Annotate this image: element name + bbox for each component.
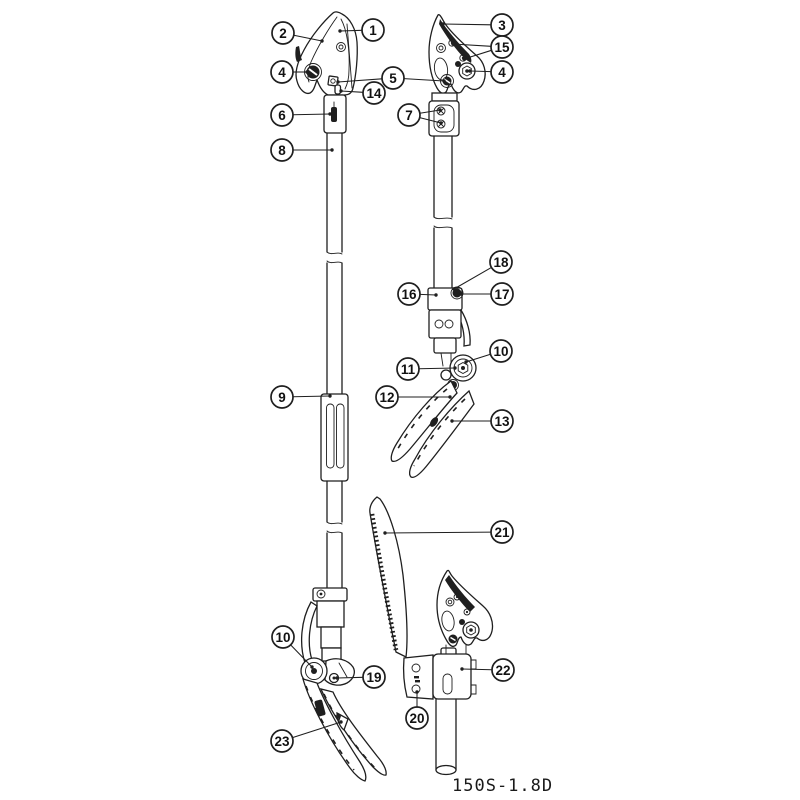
svg-text:21: 21 [494,525,510,540]
svg-text:4: 4 [498,65,506,80]
saw-head [436,569,494,648]
right-pole [433,135,453,289]
callout-14: 14 [339,81,386,105]
model-label: 150S-1.8D [452,776,554,796]
callout-16: 16 [397,282,438,306]
svg-text:7: 7 [405,108,413,123]
left-head-collar [323,94,347,134]
saw-blade [369,496,408,658]
svg-text:12: 12 [379,390,394,405]
svg-text:1: 1 [369,23,377,38]
callout-21: 21 [383,520,514,544]
svg-text:17: 17 [494,287,509,302]
callout-4: 4 [270,60,309,84]
callout-9: 9 [270,385,332,409]
callout-22: 22 [460,658,515,682]
callout-2: 2 [271,21,324,45]
callout-10: 10 [271,625,314,669]
saw-bracket [402,644,477,700]
pole-end-cap [435,764,457,776]
svg-text:22: 22 [495,663,510,678]
svg-text:15: 15 [494,40,510,55]
center-lock-collar [320,393,349,482]
svg-text:13: 13 [494,414,510,429]
blade [439,19,472,63]
svg-text:14: 14 [366,86,382,101]
left-upper-pole [326,132,343,395]
callout-1: 1 [338,18,385,42]
callout-19: 19 [335,665,386,689]
left-cutting-head [295,11,358,98]
callout-4: 4 [468,60,514,84]
coupler-screw [452,288,462,298]
left-handle-assembly [300,587,387,782]
callout-10: 10 [464,339,513,364]
right-handle-assembly [390,354,477,478]
right-assembly [390,14,486,478]
right-cutting-head [428,14,486,95]
grip-detail [429,417,439,427]
left-assembly [295,11,387,782]
head-pin [334,84,342,95]
pole-screw-lower [436,119,446,129]
svg-text:23: 23 [274,734,290,749]
callout-8: 8 [270,138,334,162]
callout-12: 12 [375,385,452,409]
callout-5: 5 [336,66,446,90]
callout-17: 17 [459,282,514,306]
right-head-collar [428,92,460,137]
blade-edge-shade [295,46,302,62]
svg-text:10: 10 [275,630,290,645]
svg-text:19: 19 [366,670,381,685]
rope-clip [331,107,337,122]
callout-18: 18 [452,250,513,291]
svg-text:2: 2 [279,26,287,41]
callout-20: 20 [405,690,429,730]
svg-text:5: 5 [389,71,397,86]
callout-15: 15 [451,35,514,61]
saw-assembly [369,496,494,776]
svg-text:6: 6 [278,108,286,123]
callout-3: 3 [441,13,514,37]
callout-11: 11 [396,357,457,381]
callout-7: 7 [397,103,443,127]
handle-link [324,658,355,686]
saw-pole [435,698,457,776]
callout-13: 13 [450,409,514,433]
svg-text:4: 4 [278,65,286,80]
svg-text:20: 20 [409,711,424,726]
pivot-ring [336,42,346,52]
grip-handle-lower [408,389,475,478]
left-lower-pole [326,480,343,590]
pole-coupler [427,286,471,367]
svg-text:8: 8 [278,143,286,158]
svg-text:9: 9 [278,390,286,405]
pivot-washer [440,369,452,381]
actuating-lever [301,601,318,664]
callout-6: 6 [270,103,332,127]
svg-text:16: 16 [401,287,417,302]
svg-text:11: 11 [401,362,416,377]
callout-23: 23 [270,720,343,753]
blade-screw-upper [448,39,456,47]
svg-text:18: 18 [493,255,509,270]
svg-text:3: 3 [498,18,506,33]
grip-detail [314,699,326,717]
svg-text:10: 10 [493,344,508,359]
